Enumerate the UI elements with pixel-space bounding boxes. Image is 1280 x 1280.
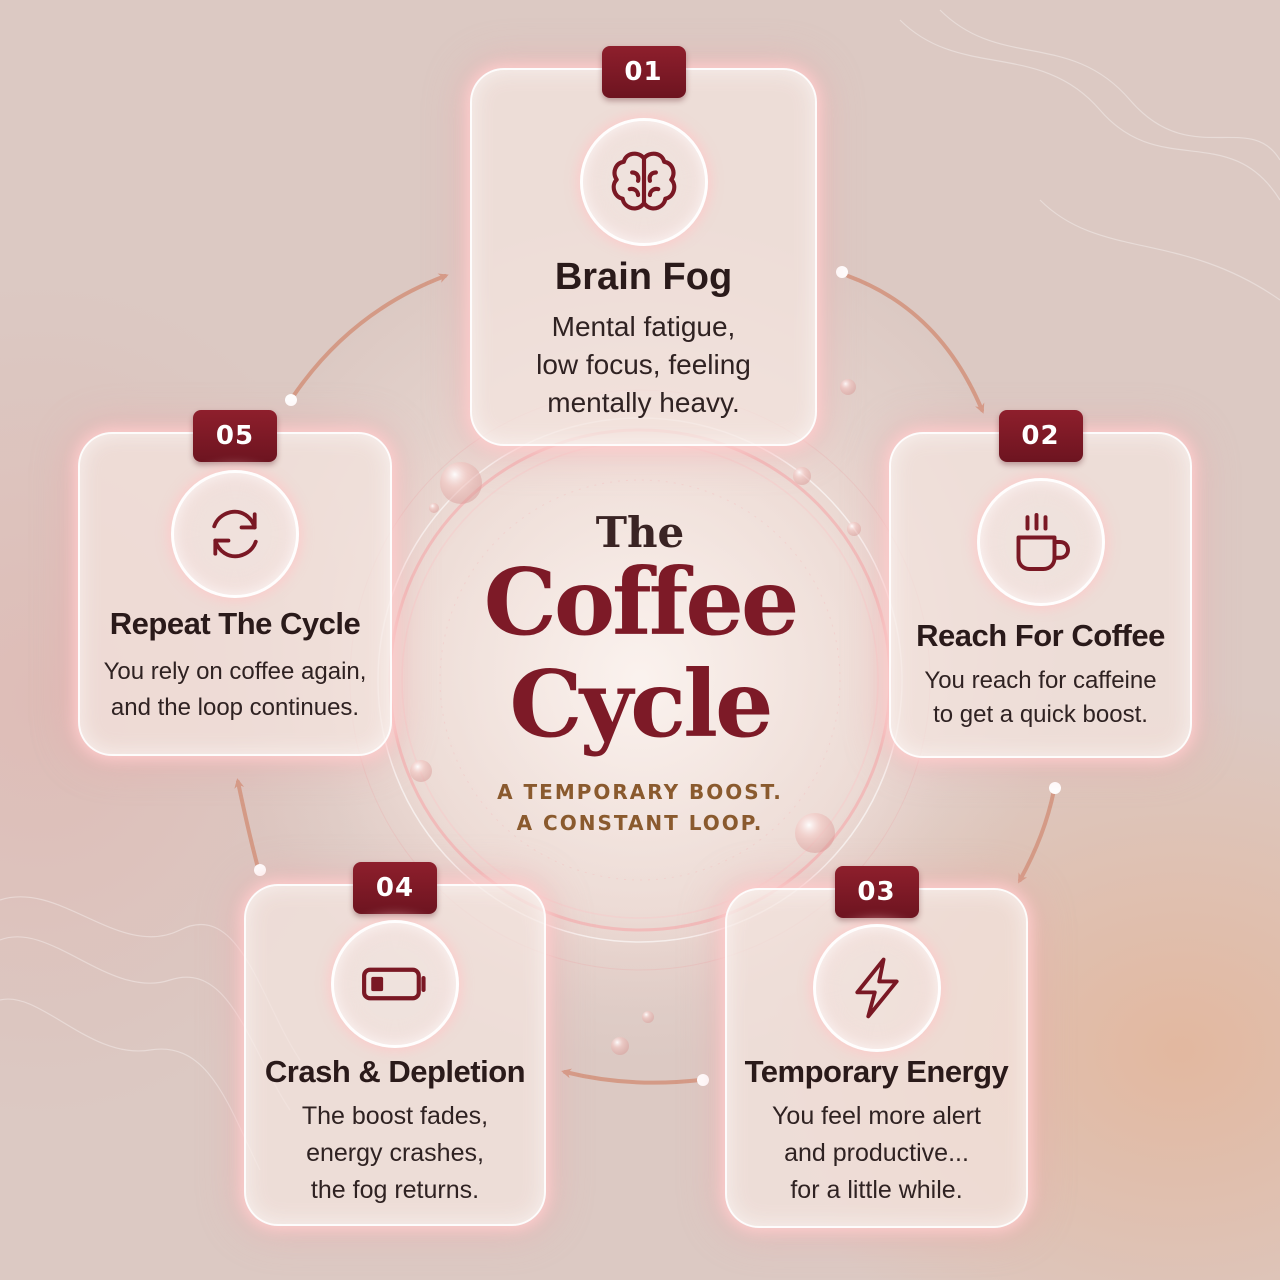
step-description: Mental fatigue, low focus, feeling menta… — [536, 311, 751, 418]
bubbles — [410, 379, 861, 1055]
step-card-reach-for-coffee: 02 Reach For Coffee You reach for caffei… — [889, 410, 1192, 758]
icon-circle — [171, 470, 299, 598]
title-coffee: Coffee — [483, 548, 800, 656]
step-number-badge: 04 — [353, 862, 437, 914]
step-card-repeat-the-cycle: 05 Repeat The Cycle You rely on coffee a… — [78, 410, 392, 756]
arrow-2-to-3 — [1018, 788, 1056, 884]
low-battery-icon — [362, 967, 426, 1001]
arrow-1-to-2 — [846, 274, 985, 414]
icon-circle — [331, 920, 459, 1048]
arrow-3-to-4 — [561, 1068, 702, 1085]
cycle-arrows — [234, 273, 1056, 1085]
arrow-5-to-1 — [290, 273, 449, 400]
step-description: The boost fades, energy crashes, the fog… — [301, 1102, 489, 1204]
icon-circle — [812, 924, 941, 1052]
refresh-cycle-icon — [212, 509, 258, 559]
step-description: You reach for caffeine to get a quick bo… — [924, 667, 1157, 728]
brain-icon — [611, 151, 676, 211]
step-description: You rely on coffee again, and the loop c… — [103, 658, 367, 721]
step-number-badge: 05 — [193, 410, 277, 462]
step-title: Crash & Depletion — [264, 1054, 526, 1089]
title-cycle: Cycle — [509, 650, 773, 758]
step-number-badge: 02 — [998, 410, 1083, 462]
coffee-cup-icon — [1016, 513, 1070, 571]
step-title: Repeat The Cycle — [109, 606, 361, 641]
step-title: Brain Fog — [554, 256, 733, 298]
arrow-glow-dots — [254, 266, 1061, 1086]
lightning-bolt-icon — [854, 957, 899, 1019]
step-card-temporary-energy: 03 Temporary Energy You feel more alert … — [725, 866, 1028, 1228]
tagline-line-1: A TEMPORARY BOOST. — [497, 780, 783, 804]
tagline-line-2: A CONSTANT LOOP. — [516, 811, 764, 835]
step-card-crash-and-depletion: 04 Crash & Depletion The boost fades, en… — [244, 862, 546, 1226]
title-the: The — [595, 508, 685, 557]
step-description: You feel more alert and productive... fo… — [772, 1102, 981, 1204]
wavy-lines — [0, 9, 1280, 1171]
step-title: Temporary Energy — [744, 1054, 1009, 1089]
icon-circle — [579, 118, 708, 246]
step-title: Reach For Coffee — [916, 618, 1165, 653]
arrow-4-to-5 — [234, 778, 260, 870]
step-number-badge: 03 — [834, 866, 919, 918]
step-number-badge: 01 — [601, 46, 686, 98]
step-card-brain-fog: 01 Brain Fog Mental fatigue, low focus, … — [470, 46, 817, 446]
icon-circle — [976, 478, 1105, 606]
